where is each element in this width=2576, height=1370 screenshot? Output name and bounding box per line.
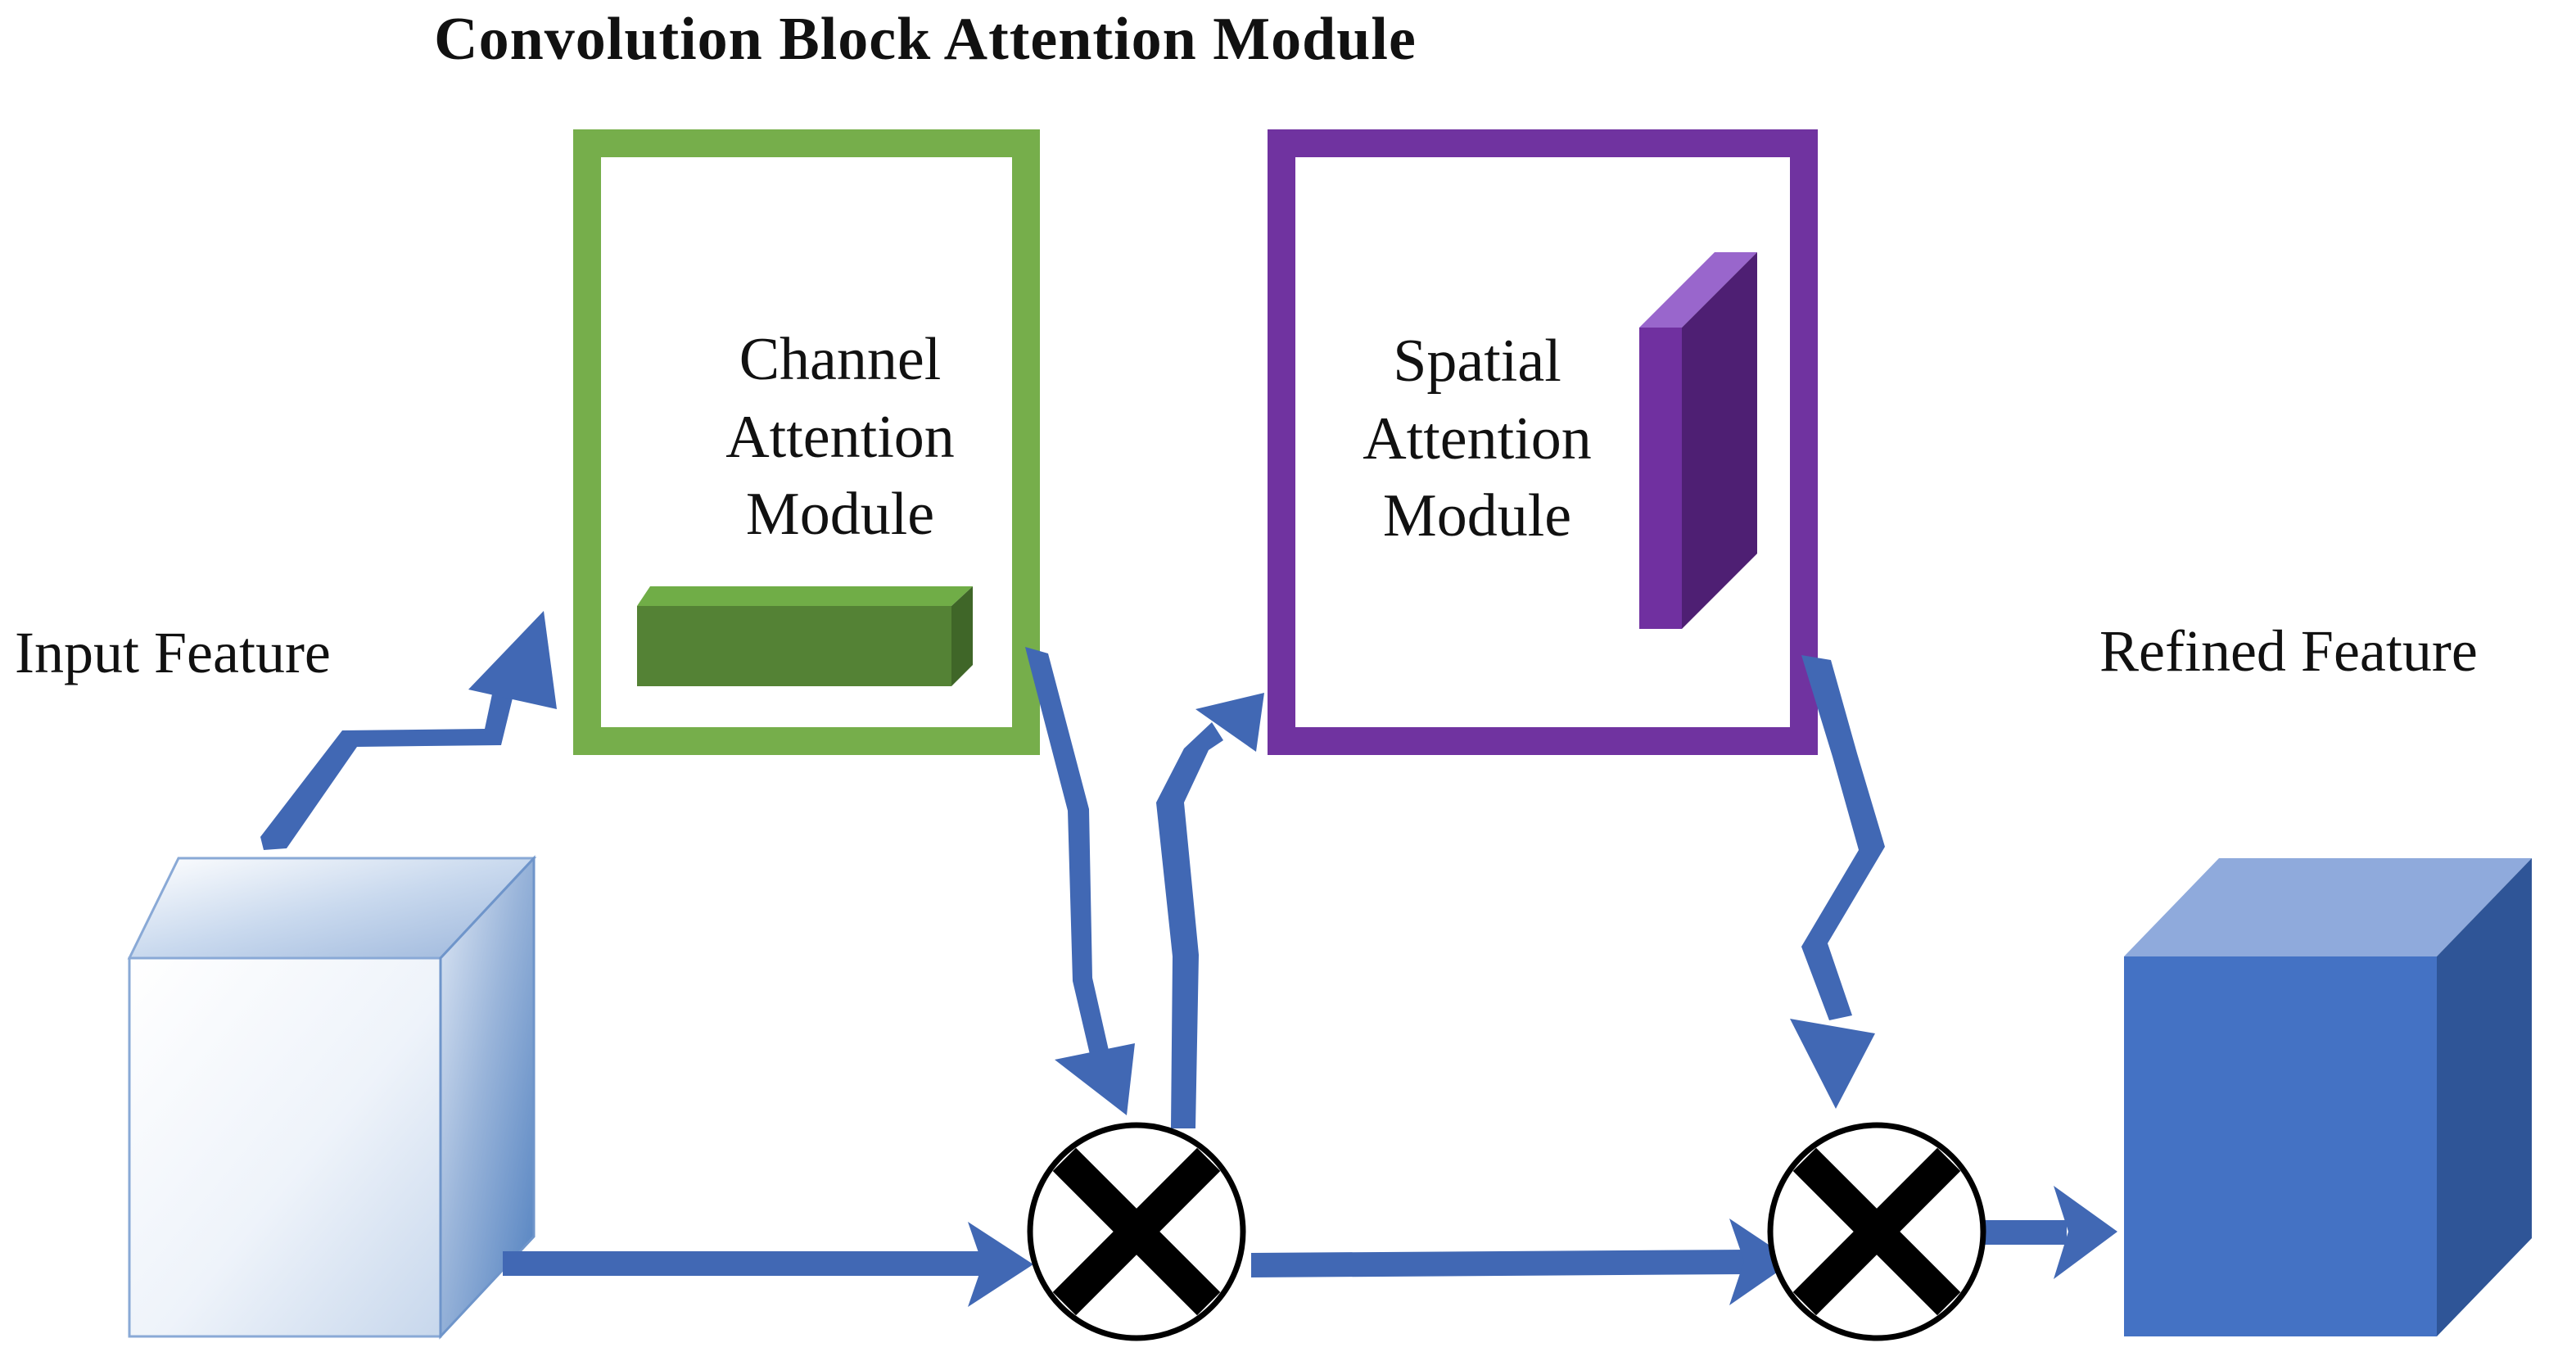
multiply-icon [1052,1147,1221,1316]
arrow-channel-to-multiply-1 [1025,647,1135,1115]
refined-feature-label: Refined Feature [2099,618,2478,684]
arrow-multiply-1-to-multiply-2 [1251,1219,1793,1305]
spatial-label-line-2: Attention [1363,405,1592,472]
arrow-multiply-1-to-spatial [1156,693,1264,1128]
arrow-multiply-2-to-refined [1978,1186,2117,1279]
input-feature-cube [127,855,537,1340]
multiply-operator-1 [1027,1122,1246,1341]
diagram-title: Convolution Block Attention Module [434,6,1417,73]
spatial-label-line-1: Spatial [1393,328,1561,395]
refined-feature-cube [2124,858,2532,1336]
input-feature-label: Input Feature [15,620,331,685]
spatial-label-line-3: Module [1382,482,1572,550]
multiply-icon [1792,1147,1961,1316]
channel-label-line-1: Channel [739,326,942,393]
arrow-input-to-multiply-1 [503,1222,1033,1307]
channel-attention-module-label: Channel Attention Module [693,321,987,554]
multiply-operator-2 [1767,1122,1986,1341]
channel-label-line-2: Attention [725,403,955,471]
channel-label-line-3: Module [745,481,935,549]
spatial-attention-module-label: Spatial Attention Module [1323,323,1631,555]
